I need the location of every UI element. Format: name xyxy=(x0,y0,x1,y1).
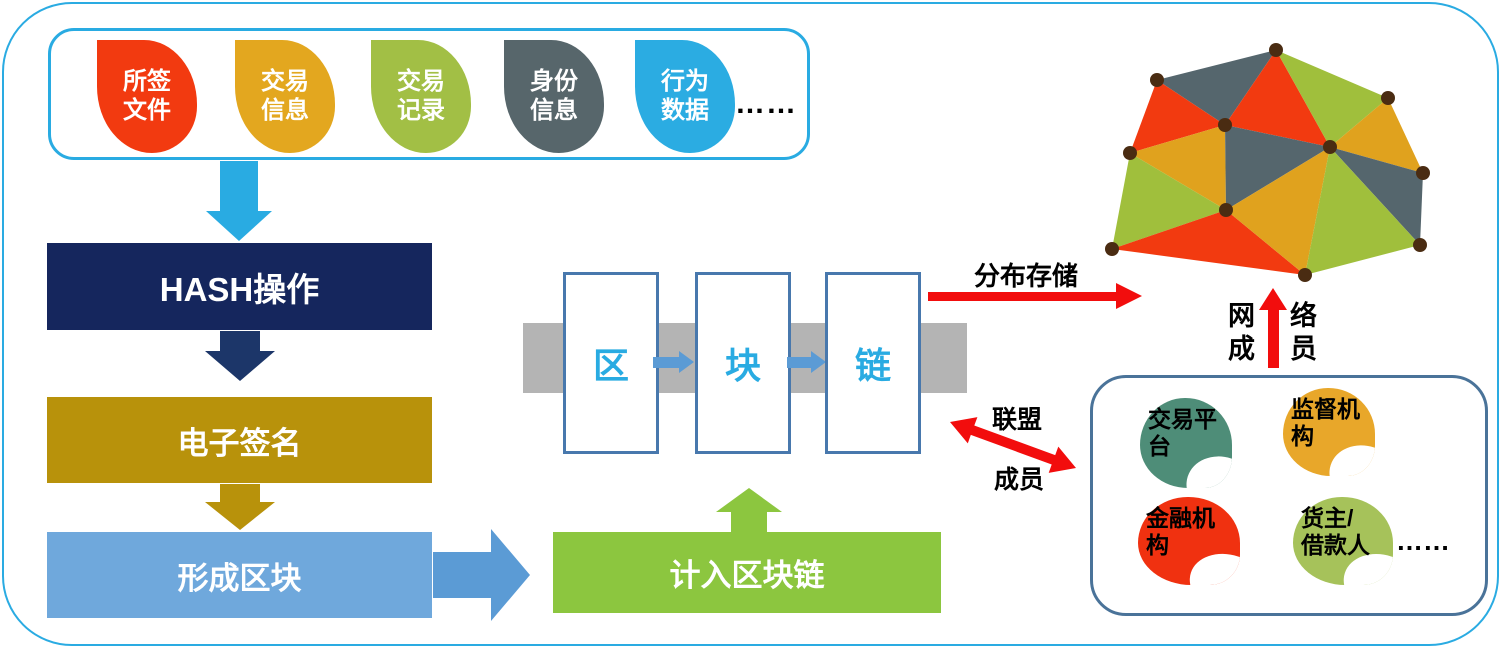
leaf-label: 身份信息 xyxy=(530,68,578,124)
form-block-box: 形成区块 xyxy=(47,532,432,618)
member-label: 金融机构 xyxy=(1146,505,1215,558)
leaf-transaction-records: 交易记录 xyxy=(371,40,471,153)
member-label: 监督机构 xyxy=(1291,396,1360,449)
record-into-chain-label: 计入区块链 xyxy=(669,558,825,593)
network-members-annotation: 网成 络员 xyxy=(1228,286,1318,368)
chain-box-qu-label: 区 xyxy=(592,345,629,386)
network-mesh-graphic xyxy=(1105,43,1430,282)
member-cargo-owner-borrower: 货主/借款人 xyxy=(1293,497,1393,585)
member-financial-institution: 金融机构 xyxy=(1138,497,1240,585)
mesh-node-dots xyxy=(1105,43,1430,282)
alliance-members-double-arrow-icon xyxy=(950,417,1076,473)
leaf-label: 交易记录 xyxy=(397,68,445,124)
leaf-transaction-info: 交易信息 xyxy=(235,40,335,153)
e-signature-box: 电子签名 xyxy=(47,397,432,483)
member-supervision-agency: 监督机构 xyxy=(1283,388,1375,476)
network-members-arrow-icon xyxy=(1259,288,1287,368)
members-ellipsis: …… xyxy=(1396,526,1450,556)
member-leaf-shape xyxy=(1138,497,1240,585)
chain-box-lian: 链 xyxy=(825,272,921,454)
member-leaf-shape xyxy=(1140,398,1232,488)
leaf-behavior-data: 行为数据 xyxy=(635,40,735,153)
distributed-storage-arrow-icon xyxy=(928,283,1142,309)
data-sources-panel: 所签文件 交易信息 交易记录 身份信息 行为数据 …… xyxy=(48,28,810,160)
chain-arrow-2-icon xyxy=(787,351,826,373)
data-sources-ellipsis: …… xyxy=(735,87,797,120)
hash-operation-label: HASH操作 xyxy=(159,270,320,308)
record-into-chain-box: 计入区块链 xyxy=(553,532,941,613)
member-leaf-shape xyxy=(1283,388,1375,476)
chain-box-kuai: 块 xyxy=(695,272,791,454)
leaf-label: 行为数据 xyxy=(661,68,709,124)
alliance-members-label-top: 联盟 xyxy=(992,406,1043,434)
member-label: 交易平台 xyxy=(1148,406,1217,459)
arrow-up-green-icon xyxy=(716,488,782,534)
leaf-label: 交易信息 xyxy=(261,68,309,124)
arrow-down-navy-icon xyxy=(205,331,275,381)
leaf-label: 所签文件 xyxy=(123,68,171,124)
chain-box-qu: 区 xyxy=(563,272,659,454)
leaf-identity-info: 身份信息 xyxy=(504,40,604,153)
member-label: 货主/借款人 xyxy=(1301,505,1370,558)
member-leaf-shape xyxy=(1293,497,1393,585)
arrow-down-gold-icon xyxy=(205,484,275,530)
arrow-down-cyan-icon xyxy=(206,161,272,241)
chain-box-lian-label: 链 xyxy=(854,345,891,386)
member-trading-platform: 交易平台 xyxy=(1140,398,1232,488)
form-block-label: 形成区块 xyxy=(177,560,302,596)
chain-arrow-1-icon xyxy=(653,351,694,373)
leaf-signed-files: 所签文件 xyxy=(97,40,197,153)
network-members-left-chars: 网成 xyxy=(1228,301,1255,364)
distributed-storage-label: 分布存储 xyxy=(974,261,1079,291)
hash-operation-box: HASH操作 xyxy=(47,243,432,330)
network-members-right-chars: 络员 xyxy=(1290,301,1317,364)
e-signature-label: 电子签名 xyxy=(177,425,302,461)
chain-box-kuai-label: 块 xyxy=(724,345,761,386)
alliance-members-label-bottom: 成员 xyxy=(994,466,1045,494)
alliance-members-panel: 交易平台 监督机构 金融机构 货主/借款人 …… xyxy=(1090,375,1488,616)
arrow-right-blue-icon xyxy=(433,529,530,621)
